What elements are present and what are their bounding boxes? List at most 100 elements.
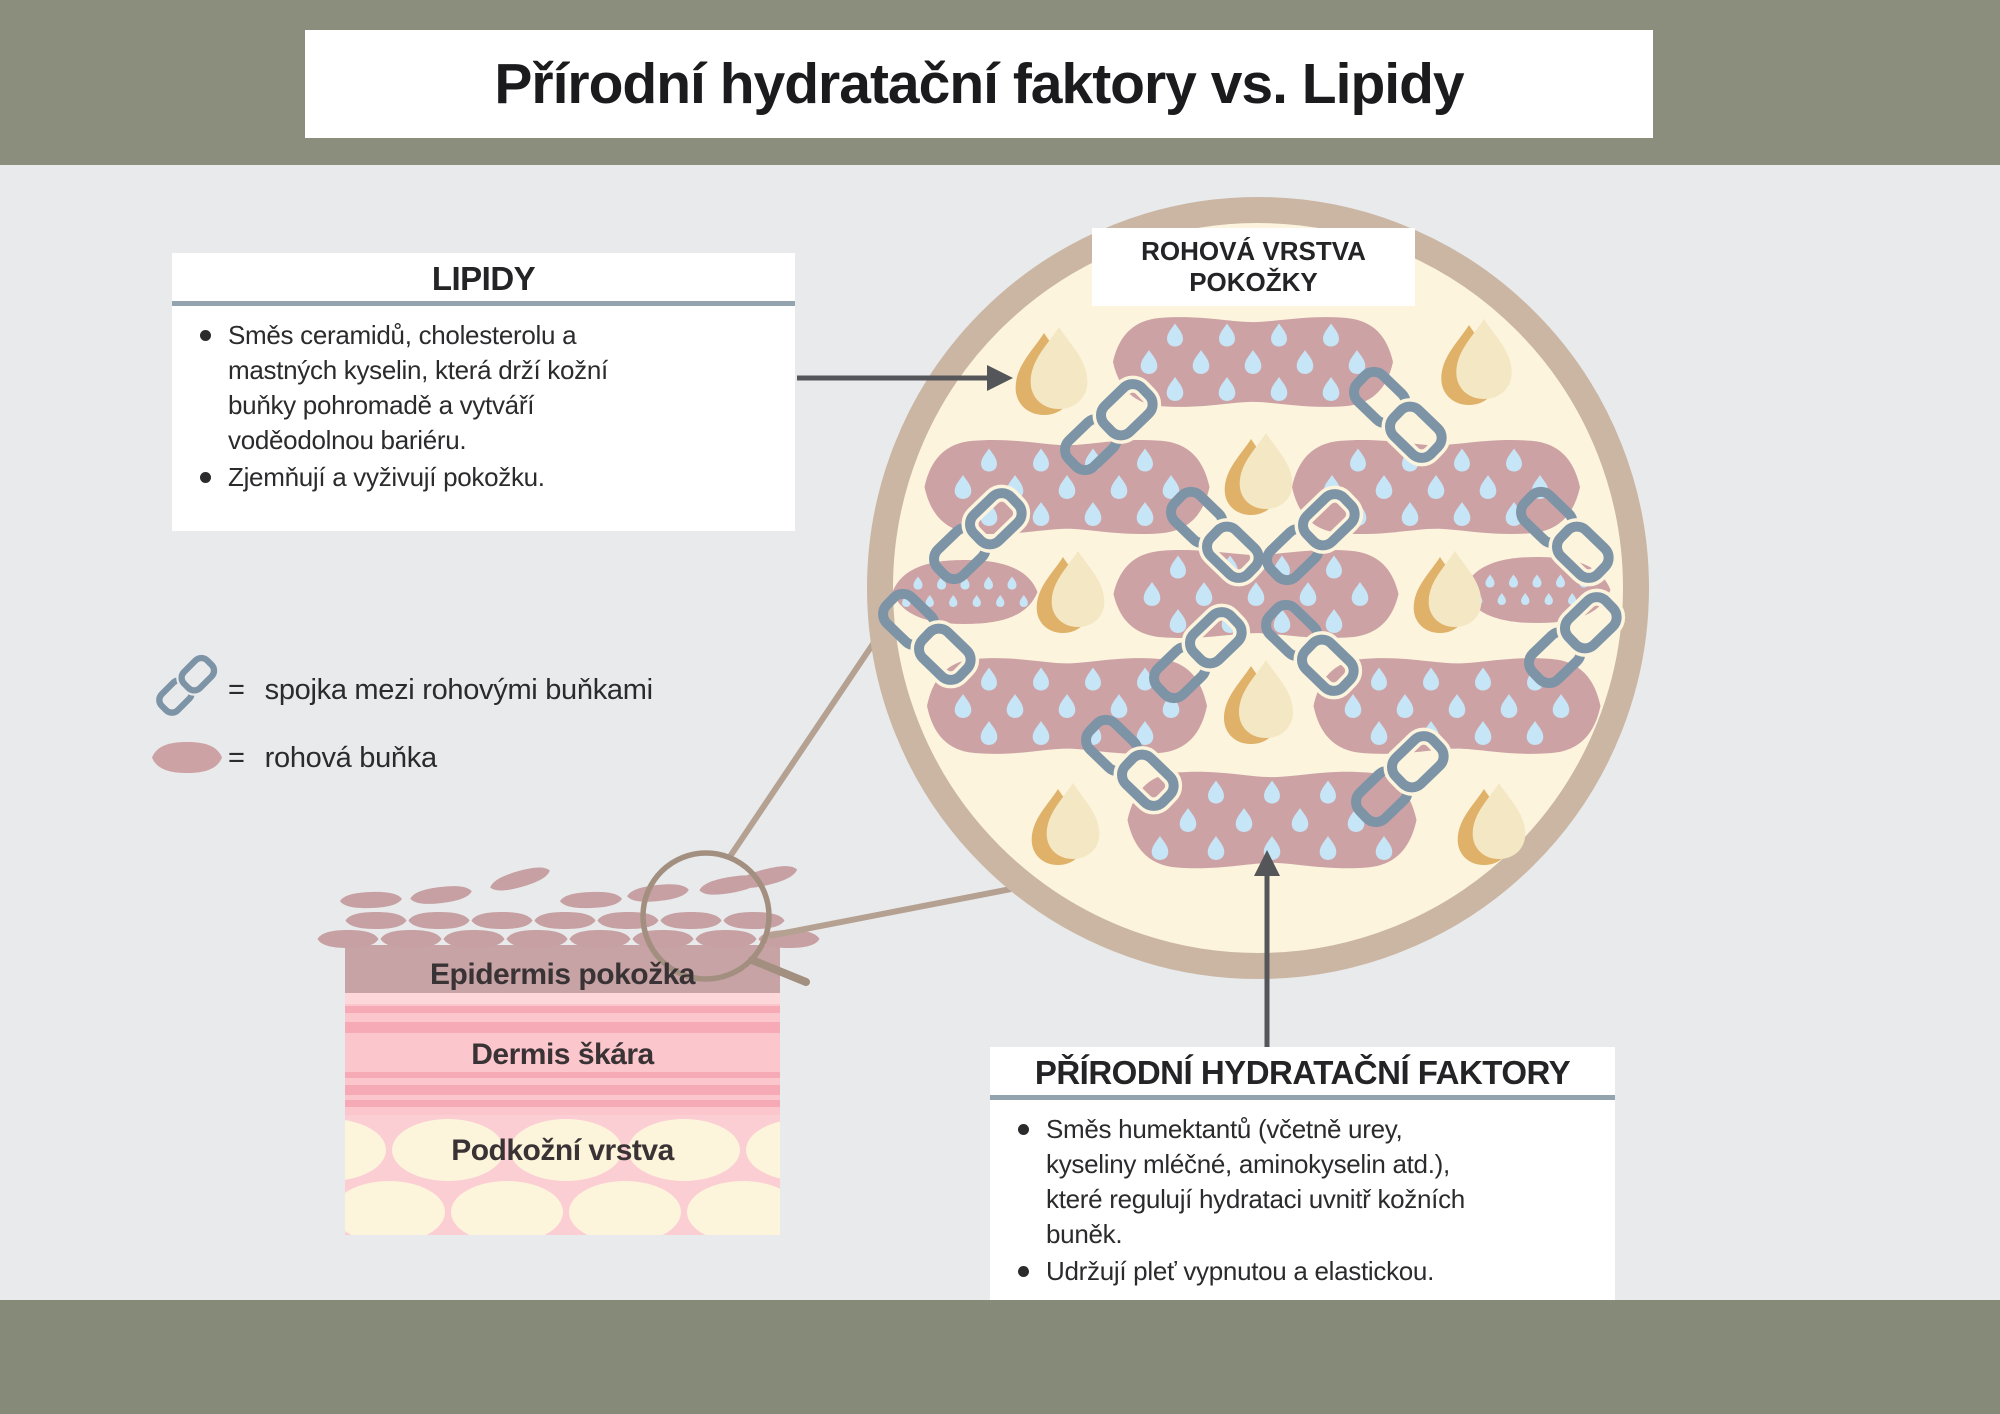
chain-link-icon (878, 588, 980, 689)
water-droplet (1166, 377, 1184, 401)
lipid-drop-light (1456, 318, 1512, 400)
water-droplet (996, 594, 1005, 608)
water-droplet (1264, 780, 1280, 804)
corneocyte-lens (632, 930, 694, 948)
water-droplet (1521, 592, 1530, 606)
page-title: Přírodní hydratační faktory vs. Lipidy (494, 52, 1464, 116)
nmf-bullet-list: Směs humektantů (včetně urey, kyseliny m… (990, 1112, 1615, 1289)
chain-link (1560, 592, 1622, 654)
stratum-corneum-label: ROHOVÁ VRSTVA POKOŽKY (1141, 236, 1366, 297)
flaking-corneocyte (490, 867, 550, 891)
water-droplet (1396, 694, 1414, 718)
fat-cell (345, 1181, 445, 1235)
fat-cell (805, 1181, 917, 1243)
nmf-arrow-head (1254, 850, 1280, 876)
lipids-box-rule (172, 301, 795, 306)
fat-cell (628, 1119, 740, 1181)
water-droplet (1552, 694, 1570, 718)
corneocyte-lens (380, 930, 442, 948)
skin-layer-label-epidermis: Epidermis pokožka (430, 958, 695, 991)
water-droplet (954, 694, 972, 718)
water-droplet (1218, 377, 1236, 401)
water-droplet (1140, 350, 1158, 374)
water-droplet (1375, 475, 1393, 499)
bullet-text: Udržují pleť vypnutou a elastickou. (1046, 1256, 1435, 1286)
chain-link-icon (1351, 727, 1453, 828)
corneocyte-lens (534, 912, 596, 929)
corneocyte-lens (597, 912, 659, 929)
water-droplet (1271, 323, 1287, 347)
legend-item-corneocyte: = rohová buňka (228, 740, 437, 776)
corneocyte-lens (723, 912, 785, 929)
water-droplet (1556, 574, 1565, 588)
bullet-text: Směs humektantů (včetně urey, kyseliny m… (1046, 1114, 1465, 1249)
legend-label: rohová buňka (264, 741, 437, 774)
lipid-drop-light (1051, 551, 1105, 627)
magnifier-connectors (640, 636, 1012, 986)
water-droplet (1006, 694, 1024, 718)
chain-link-icon (1149, 603, 1251, 704)
bottom-olive-band (0, 1300, 2000, 1414)
water-droplet (1179, 808, 1197, 832)
water-droplet (1137, 448, 1153, 472)
lipid-drop-icon (1441, 318, 1512, 406)
water-droplet (1235, 808, 1253, 832)
water-droplet (1137, 667, 1153, 691)
water-droplet (1401, 502, 1419, 526)
legend-icons (152, 652, 222, 773)
lipid-drop-light (1472, 783, 1526, 859)
water-droplet (1325, 609, 1343, 633)
water-droplet (1323, 323, 1339, 347)
water-droplet (1326, 555, 1342, 579)
water-droplet (1474, 721, 1492, 745)
water-droplet (1219, 323, 1235, 347)
chain-link (1385, 401, 1447, 463)
flaking-corneocyte (627, 884, 689, 902)
water-droplet (949, 594, 958, 608)
water-droplet (1032, 721, 1050, 745)
water-droplet (1291, 808, 1309, 832)
water-droplet (1532, 574, 1542, 588)
bullet-dot (200, 472, 211, 483)
water-droplet (1247, 582, 1265, 606)
water-droplet (1454, 448, 1470, 472)
bullet-text: Zjemňují a vyživují pokožku. (228, 462, 545, 492)
lipids-arrow-head (987, 365, 1013, 391)
chain-link-icon (1349, 366, 1451, 467)
corneocyte-lens (695, 930, 757, 948)
water-droplet (1162, 475, 1180, 499)
water-droplet (1136, 502, 1154, 526)
water-droplet (1423, 667, 1439, 691)
water-droplet (1033, 448, 1049, 472)
water-droplet (1544, 592, 1553, 606)
water-droplet (1370, 721, 1388, 745)
water-droplet (1322, 377, 1340, 401)
fat-cell (746, 1121, 780, 1179)
water-droplet (981, 667, 997, 691)
equals-sign: = (228, 741, 245, 774)
corneocyte-lens (660, 912, 722, 929)
water-droplet (1299, 582, 1317, 606)
stratum-corneum-label-box: ROHOVÁ VRSTVA POKOŽKY (1092, 228, 1415, 306)
chain-link (1387, 731, 1449, 793)
water-droplet (1195, 582, 1213, 606)
lipid-drop-light (1046, 783, 1100, 859)
stratum-corneum-circle (867, 197, 1649, 979)
lipid-drop-light (1239, 660, 1293, 738)
lipid-drop-icon (1015, 326, 1088, 416)
corneocyte-lens (345, 912, 407, 929)
water-droplet (1167, 323, 1183, 347)
equals-sign: = (228, 673, 245, 706)
water-droplet (1344, 694, 1362, 718)
corneocyte-cell (927, 658, 1207, 754)
chain-link (178, 654, 218, 694)
corneocyte-lens (471, 912, 533, 929)
lipids-box-title: LIPIDY (431, 260, 536, 297)
chain-link (965, 488, 1027, 550)
fat-cell (510, 1119, 622, 1181)
dermis-light-strip (345, 993, 780, 1004)
dermis-stripe (345, 1085, 780, 1095)
corneocyte-lens (506, 930, 568, 948)
skin-layer-label-subcutis: Podkožní vrstva (451, 1134, 674, 1167)
